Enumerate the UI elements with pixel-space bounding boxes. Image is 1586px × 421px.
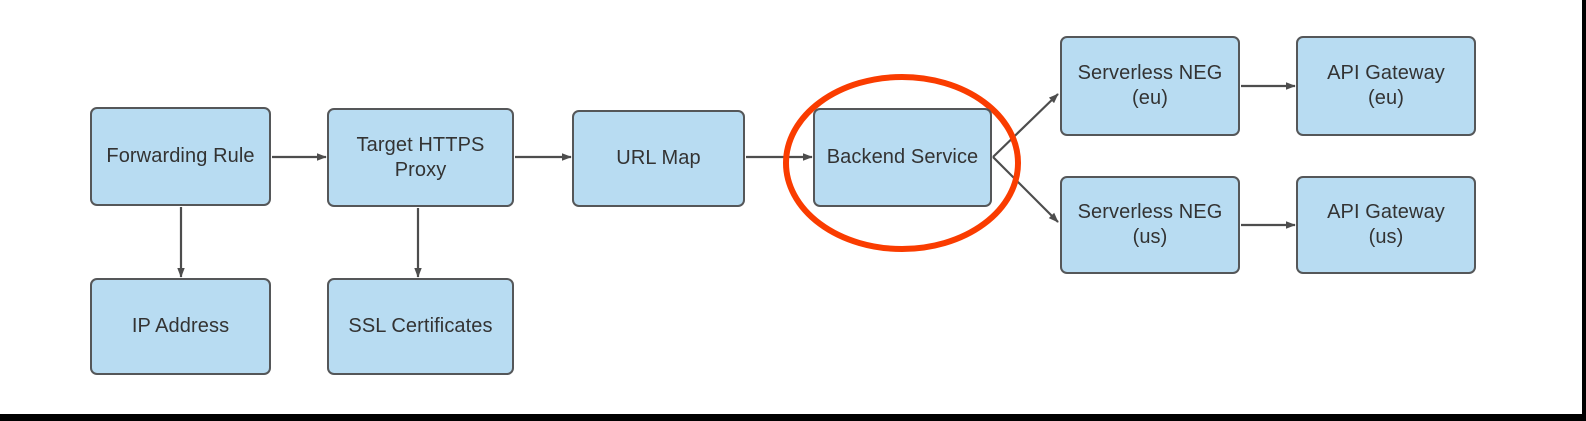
node-forwarding-rule-label: Forwarding Rule [106,145,255,167]
bottom-frame-band [0,414,1586,421]
node-ssl-certificates-label: SSL Certificates [348,315,493,337]
node-ip-address[interactable]: IP Address [90,278,271,375]
node-api-gateway-eu-label: API Gateway (eu) [1327,62,1445,109]
node-ip-address-label: IP Address [131,315,230,337]
node-api-gateway-eu[interactable]: API Gateway (eu) [1296,36,1476,136]
node-api-gateway-us-label: API Gateway (us) [1327,201,1445,248]
edge-backend-service-to-serverless-neg-eu [992,93,1059,158]
node-target-https-proxy-label: Target HTTPS Proxy [356,133,485,181]
node-serverless-neg-eu[interactable]: Serverless NEG (eu) [1060,36,1240,136]
node-api-gateway-us[interactable]: API Gateway (us) [1296,176,1476,274]
backend-service-highlight-ellipse [783,74,1021,252]
node-backend-service[interactable]: Backend Service [813,108,992,207]
node-target-https-proxy[interactable]: Target HTTPS Proxy [327,108,514,207]
node-url-map[interactable]: URL Map [572,110,745,207]
node-ssl-certificates[interactable]: SSL Certificates [327,278,514,375]
right-frame-band [1582,0,1586,421]
node-backend-service-label: Backend Service [826,146,979,168]
node-serverless-neg-us[interactable]: Serverless NEG (us) [1060,176,1240,274]
edge-backend-service-to-serverless-neg-us [992,156,1059,223]
node-serverless-neg-eu-label: Serverless NEG (eu) [1077,62,1223,109]
node-forwarding-rule[interactable]: Forwarding Rule [90,107,271,206]
node-url-map-label: URL Map [616,147,701,169]
node-serverless-neg-us-label: Serverless NEG (us) [1077,201,1223,248]
